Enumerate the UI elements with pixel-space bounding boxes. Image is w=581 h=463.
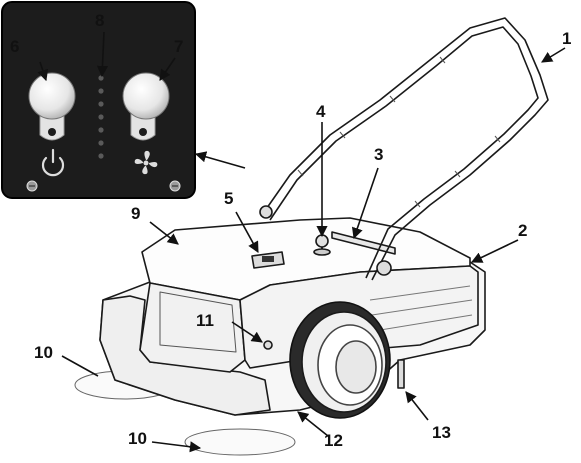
control-panel-inset [1, 1, 196, 199]
callout-6: 6 [10, 37, 20, 56]
leader-lines [37, 31, 566, 453]
callout-5: 5 [224, 189, 234, 208]
callout-4: 4 [316, 102, 326, 121]
callout-10-bottom: 10 [128, 429, 147, 448]
push-handle [261, 17, 549, 281]
callout-11: 11 [196, 311, 214, 330]
power-switch [28, 72, 76, 141]
filter-shaker-knob [313, 232, 331, 256]
callout-7: 7 [174, 37, 184, 56]
callout-8: 8 [95, 11, 105, 30]
callout-10-front: 10 [34, 343, 53, 362]
fan-switch [122, 72, 170, 141]
rear-support-foot [397, 359, 405, 389]
callout-2: 2 [518, 221, 528, 240]
front-bumper [99, 295, 271, 416]
side-brush-bottom [184, 428, 296, 456]
callout-12: 12 [324, 431, 343, 450]
fan-icon [134, 150, 158, 175]
callout-13: 13 [432, 423, 451, 442]
callout-9: 9 [131, 204, 141, 223]
callout-1: 1 [562, 29, 572, 48]
panel-screw-left [26, 180, 38, 192]
sweeper-illustration [74, 17, 549, 456]
power-icon [41, 148, 65, 177]
main-wheel [289, 301, 391, 419]
panel-screw-right [169, 180, 181, 192]
callout-3: 3 [374, 145, 384, 164]
